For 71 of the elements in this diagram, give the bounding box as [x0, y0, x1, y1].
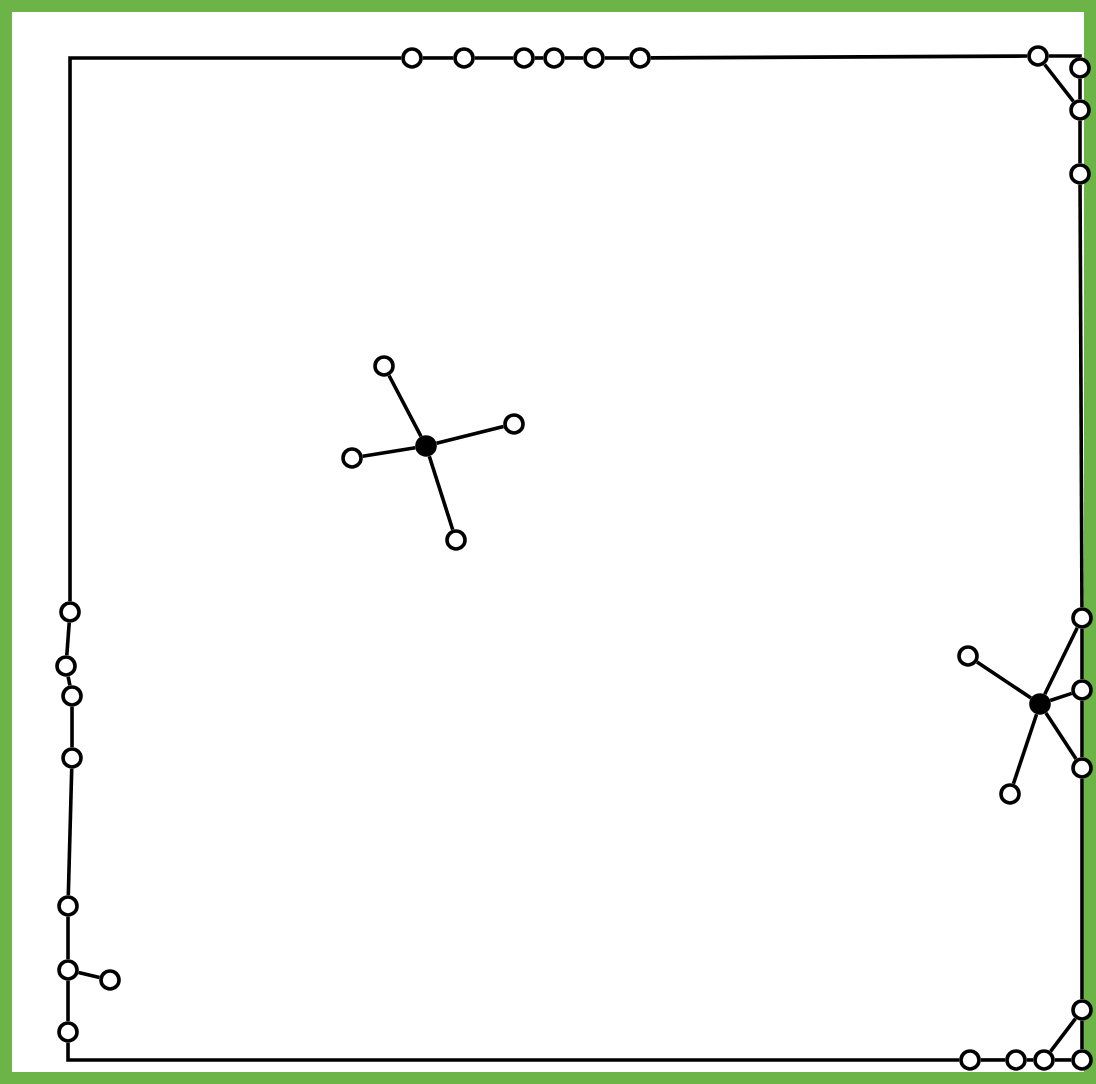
vertex-circle: [1027, 45, 1049, 67]
vertex-circle: [513, 47, 535, 69]
edge-line: [980, 1058, 1006, 1062]
vertex-dot: [1029, 693, 1051, 715]
vertex-circle: [957, 645, 979, 667]
vertex-circle: [57, 959, 79, 981]
edge-line: [1049, 1017, 1077, 1053]
edge-line: [66, 1042, 960, 1062]
vertex-circle: [999, 783, 1021, 805]
edge-line: [1011, 713, 1039, 785]
vertex-circle: [57, 895, 79, 917]
vertex-circle: [503, 413, 525, 435]
edge-line: [1080, 778, 1084, 1000]
vertex-circle: [1071, 1049, 1093, 1071]
edge-line: [604, 56, 630, 60]
edge-line: [427, 455, 455, 531]
edge-line: [66, 980, 70, 1022]
vertex-circle: [1033, 1049, 1055, 1071]
vertex-circle: [543, 47, 565, 69]
vertex-circle: [61, 747, 83, 769]
edge-line: [474, 56, 514, 60]
edge-line: [1048, 54, 1082, 59]
edge-line: [1080, 700, 1084, 758]
vertex-circle: [55, 655, 77, 677]
vertex-circle: [1071, 679, 1093, 701]
vertex-circle: [1071, 999, 1093, 1021]
edge-line: [78, 970, 100, 980]
vertex-circle: [1069, 163, 1091, 185]
vertex-circle: [453, 47, 475, 69]
edge-line: [68, 56, 402, 602]
edge-line: [564, 56, 584, 60]
vertex-circle: [401, 47, 423, 69]
edge-line: [362, 445, 416, 459]
edge-line: [66, 916, 70, 960]
vertex-circle: [1069, 99, 1091, 121]
vertex-circle: [1071, 607, 1093, 629]
vertex-circle: [1071, 757, 1093, 779]
edge-line: [422, 56, 454, 60]
edge-line: [534, 56, 544, 60]
edge-line: [1049, 691, 1073, 703]
vertex-circle: [57, 1021, 79, 1043]
edge-line: [1080, 1020, 1084, 1050]
edge-line: [1044, 712, 1078, 760]
vertex-circle: [373, 355, 395, 377]
vertex-circle: [629, 47, 651, 69]
edge-line: [1078, 184, 1084, 608]
edge-line: [1054, 1058, 1072, 1062]
vertex-circle: [445, 529, 467, 551]
vertex-circle: [99, 969, 121, 991]
vertex-circle: [959, 1049, 981, 1071]
vertex-dot: [415, 435, 437, 457]
edge-line: [1043, 63, 1075, 103]
vertex-circle: [341, 447, 363, 469]
edge-line: [1080, 628, 1084, 680]
edge-line: [66, 768, 74, 896]
edge-line: [1043, 626, 1079, 696]
edge-line: [387, 374, 423, 438]
edge-line: [976, 660, 1032, 700]
edge-line: [70, 706, 74, 748]
vertex-circle: [61, 685, 83, 707]
edge-line: [1026, 1058, 1034, 1062]
vertex-circle: [1005, 1049, 1027, 1071]
vertex-circle: [1069, 57, 1091, 79]
edge-line: [650, 54, 1028, 60]
edge-line: [66, 676, 72, 686]
vertex-circle: [583, 47, 605, 69]
vertex-circle: [59, 601, 81, 623]
edge-line: [1078, 120, 1082, 164]
edge-line: [436, 424, 504, 446]
edge-line: [1078, 78, 1082, 100]
edge-line: [65, 622, 71, 656]
